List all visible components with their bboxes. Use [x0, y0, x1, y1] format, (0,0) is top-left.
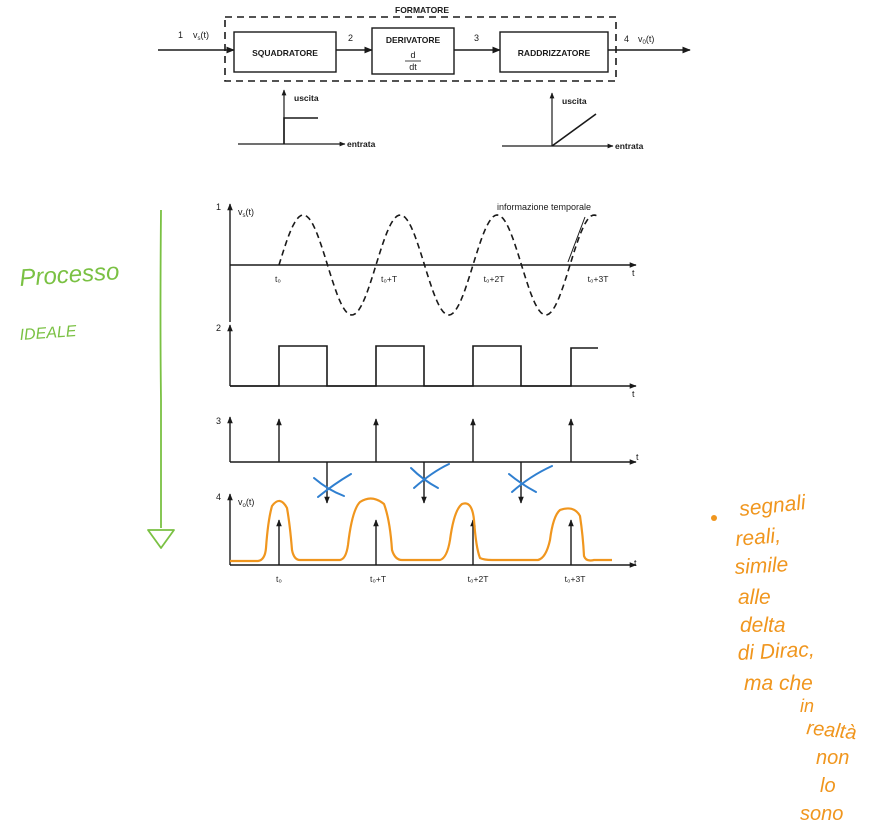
orange-note-line-11: lo	[820, 775, 836, 797]
right-curve-output-label: uscita	[562, 96, 587, 106]
row-4-signal-label: vo(t)	[238, 497, 254, 509]
block-diagram: FORMATORE 1 vs(t) SQUADRATORE 2 DERIVATO…	[158, 5, 691, 82]
left-curve-input-label: entrata	[347, 139, 376, 149]
green-ideal-process-note: Processo IDEALE	[19, 209, 175, 549]
orange-note-line-6: di Dirac,	[737, 638, 815, 665]
node-2-label: 2	[348, 33, 353, 43]
orange-note-line-2: reali,	[734, 524, 781, 551]
blue-cross-2	[410, 463, 450, 489]
row-2-square-wave	[230, 345, 598, 387]
node-4-label: 4	[624, 34, 629, 44]
green-note-line-1: Processo	[19, 258, 121, 292]
output-signal-label: v0(t)	[638, 34, 654, 46]
orange-note-line-5: delta	[740, 614, 786, 637]
right-curve-ramp	[551, 113, 597, 147]
green-note-line-2: IDEALE	[19, 323, 77, 344]
orange-note-line-8: in	[800, 696, 814, 716]
row-4-tick-t0-T: t₀+T	[370, 574, 386, 584]
waveform-row-2: 2 t	[216, 323, 637, 399]
blue-cross-1	[313, 473, 352, 498]
derivatore-block	[371, 27, 455, 75]
transfer-curve-squadratore: uscita entrata	[238, 89, 376, 149]
waveform-row-1: 1 vs(t) t t₀ t₀+T t₀+2T t₀+3T	[216, 202, 637, 322]
row-2-number: 2	[216, 323, 221, 333]
input-node-number: 1	[178, 30, 183, 40]
row-3-t-label: t	[636, 452, 639, 462]
blue-cross-marks	[313, 463, 553, 498]
left-curve-step	[283, 117, 318, 144]
input-signal-label: vs(t)	[193, 30, 209, 42]
transfer-curve-raddrizzatore: uscita entrata	[502, 92, 644, 151]
derivative-denominator: dt	[409, 62, 417, 72]
orange-real-pulses	[230, 497, 612, 563]
orange-note-line-10: non	[816, 747, 849, 769]
waveform-row-4: 4 vo(t) t t₀ t₀+T t₀+2T t₀+3T	[216, 492, 637, 584]
left-curve-output-label: uscita	[294, 93, 319, 103]
orange-note-line-1: segnali	[738, 491, 808, 521]
row-3-number: 3	[216, 416, 221, 426]
formatore-dashed-box	[224, 16, 617, 82]
blue-cross-3	[508, 465, 553, 493]
row-1-number: 1	[216, 202, 221, 212]
orange-bullet	[711, 515, 717, 521]
waveforms-panel: informazione temporale 1 vs(t) t t₀ t₀+T…	[216, 202, 639, 584]
row-4-tick-t0: t₀	[276, 574, 282, 584]
orange-note-line-3: simile	[734, 553, 789, 579]
raddrizzatore-label: RADDRIZZATORE	[518, 48, 591, 58]
row-1-t-label: t	[632, 268, 635, 278]
green-arrowhead	[147, 529, 175, 549]
row-2-t-label: t	[632, 389, 635, 399]
derivatore-label: DERIVATORE	[386, 35, 441, 45]
squadratore-block	[233, 31, 337, 73]
row-1-tick-t0-T: t₀+T	[381, 274, 397, 284]
squadratore-label: SQUADRATORE	[252, 48, 318, 58]
annotation-informazione-temporale: informazione temporale	[497, 202, 591, 212]
waveform-row-3: 3 t	[216, 416, 639, 504]
annotation-pointer	[567, 216, 586, 263]
row-4-tick-t0-2T: t₀+2T	[468, 574, 489, 584]
node-3-label: 3	[474, 33, 479, 43]
right-curve-input-label: entrata	[615, 141, 644, 151]
row-4-tick-t0-3T: t₀+3T	[565, 574, 586, 584]
orange-note-line-4: alle	[738, 586, 771, 609]
formatore-title: FORMATORE	[395, 5, 449, 15]
row-1-tick-t0: t₀	[275, 274, 281, 284]
derivative-numerator: d	[410, 50, 415, 60]
row-1-signal-label: vs(t)	[238, 207, 254, 219]
row-4-number: 4	[216, 492, 221, 502]
orange-note-line-9: realtà	[805, 717, 857, 744]
orange-side-note: segnali reali, simile alle delta di Dira…	[711, 491, 858, 825]
row-1-tick-t0-2T: t₀+2T	[484, 274, 505, 284]
green-vertical-arrow	[159, 209, 162, 528]
orange-note-line-12: sono	[800, 803, 843, 825]
row-4-t-label: t	[634, 558, 637, 568]
raddrizzatore-block	[499, 31, 609, 73]
row-1-dashed-sine	[278, 214, 598, 316]
orange-note-line-7: ma che	[744, 672, 813, 695]
row-1-tick-t0-3T: t₀+3T	[588, 274, 609, 284]
